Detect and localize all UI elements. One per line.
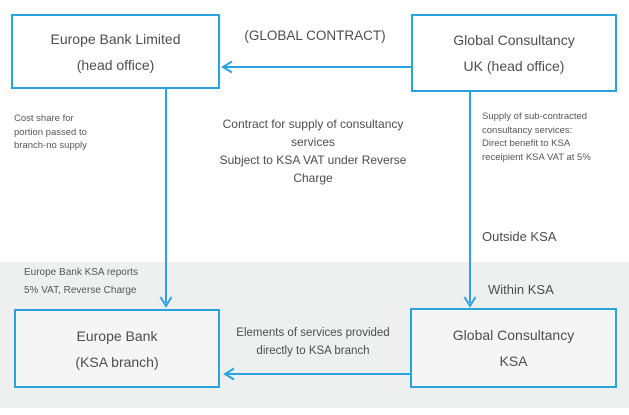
sub-contracted-supply-annotation: Supply of sub-contracted consultancy ser…: [482, 111, 591, 163]
arrow-eb-ho-to-branch-head-icon: [159, 296, 173, 308]
elements-services-annotation: Elements of services provided directly t…: [236, 327, 390, 357]
arrow-gc-ho-to-ksa-head-icon: [463, 296, 477, 308]
within-ksa-label: Within KSA: [488, 282, 554, 297]
cost-share-annotation: Cost share for portion passed to branch-…: [14, 113, 87, 151]
arrow-gc-ksa-to-eb-branch-head-icon: [223, 367, 235, 381]
contract-supply-annotation: Contract for supply of consultancy servi…: [219, 117, 407, 185]
node-europe-bank-head-office: Europe Bank Limited (head office): [11, 14, 220, 89]
node-global-consultancy-ksa: Global Consultancy KSA: [410, 308, 617, 388]
arrow-global-contract-head-icon: [221, 60, 233, 74]
node-global-consultancy-uk-head-office: Global Consultancy UK (head office): [411, 14, 617, 92]
ksa-reports-annotation: Europe Bank KSA reports 5% VAT, Reverse …: [24, 267, 138, 296]
node-europe-bank-ksa-branch: Europe Bank (KSA branch): [14, 309, 220, 388]
node-europe-bank-head-office-label: Europe Bank Limited (head office): [50, 30, 181, 73]
node-global-consultancy-uk-head-office-label: Global Consultancy UK (head office): [453, 32, 575, 74]
outside-ksa-label: Outside KSA: [482, 229, 557, 244]
node-europe-bank-ksa-branch-label: Europe Bank (KSA branch): [75, 327, 159, 370]
global-contract-label: (GLOBAL CONTRACT): [244, 28, 386, 43]
node-global-consultancy-ksa-label: Global Consultancy KSA: [452, 327, 575, 369]
